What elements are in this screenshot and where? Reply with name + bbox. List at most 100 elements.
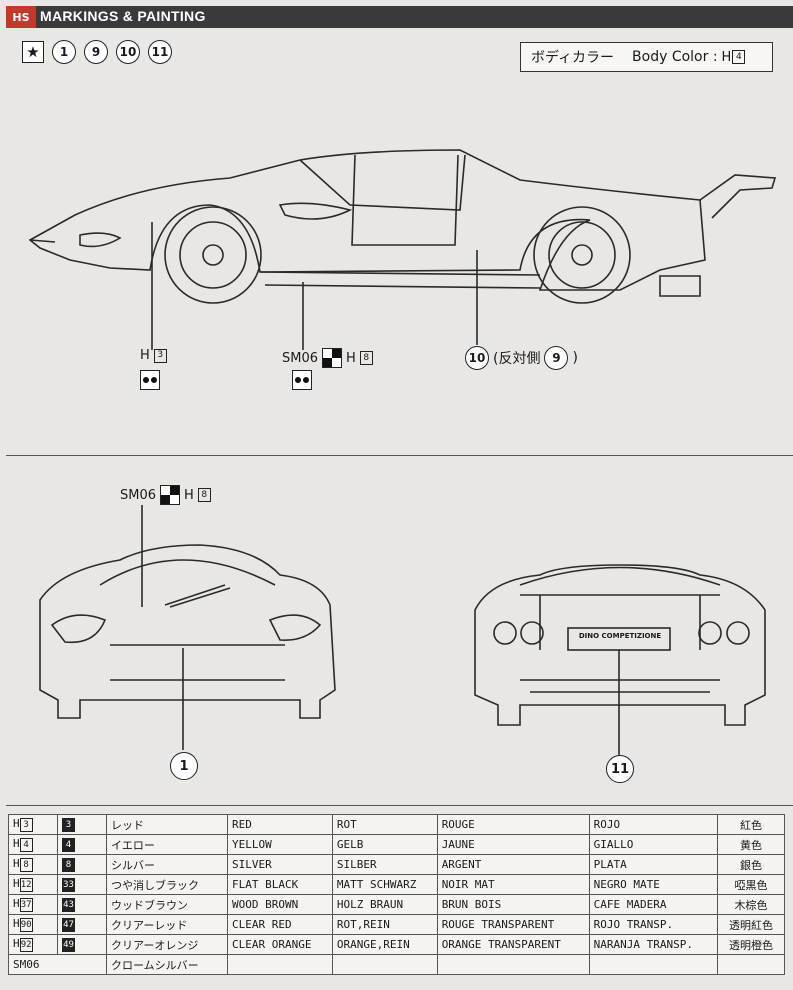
color-name-cell: ROT,REIN (331, 914, 438, 935)
color-name-cell: レッド (106, 814, 228, 835)
side-color-callout: H 3 (140, 348, 167, 363)
n-code-cell: 43 (57, 894, 107, 915)
color-name-cell: クリアーオレンジ (106, 934, 228, 955)
n-code-cell: 4 (57, 834, 107, 855)
color-name-cell: CLEAR RED (227, 914, 333, 935)
color-name-cell: NARANJA TRANSP. (588, 934, 719, 955)
header-bar: HS MARKINGS & PAINTING (6, 6, 793, 28)
color-name-cell: HOLZ BRAUN (331, 894, 438, 915)
color-name-cell: 透明紅色 (717, 914, 785, 935)
color-name-cell (717, 954, 785, 975)
color-name-cell (588, 954, 719, 975)
color-name-cell: NEGRO MATE (588, 874, 719, 895)
h-code-cell: H37 (8, 894, 58, 915)
color-name-cell: 木棕色 (717, 894, 785, 915)
h-code-cell: H92 (8, 934, 58, 955)
body-color-label-ja: ボディカラー (531, 50, 615, 66)
side-silver-callout: SM06 H 8 (282, 348, 373, 368)
h-code-cell: SM06 (8, 954, 107, 975)
color-name-cell: 啞黒色 (717, 874, 785, 895)
n-code-cell: 33 (57, 874, 107, 895)
color-name-cell: GELB (331, 834, 438, 855)
step-badge: 11 (148, 40, 172, 64)
color-name-cell: CLEAR ORANGE (227, 934, 333, 955)
color-name-cell: WOOD BROWN (227, 894, 333, 915)
rear-plate-label: DINO COMPETIZIONE (578, 632, 662, 640)
color-name-cell: FLAT BLACK (227, 874, 333, 895)
step-badge: 10 (116, 40, 140, 64)
color-name-cell: PLATA (588, 854, 719, 875)
color-name-cell: つや消しブラック (106, 874, 228, 895)
color-name-cell: CAFE MADERA (588, 894, 719, 915)
step-list: ★ 1 9 10 11 (22, 40, 172, 64)
color-name-cell: ORANGE TRANSPARENT (436, 934, 590, 955)
color-name-cell: ROT (331, 814, 438, 835)
car-line-drawings (28, 149, 777, 755)
body-color-label-en: Body Color : (632, 49, 718, 65)
color-name-cell: 紅色 (717, 814, 785, 835)
color-name-cell: NOIR MAT (436, 874, 590, 895)
color-name-cell: MATT SCHWARZ (331, 874, 438, 895)
n-code-cell: 8 (57, 854, 107, 875)
side-step-callout: 10 (反対側 9 ) (465, 346, 578, 370)
color-name-cell: ROJO TRANSP. (588, 914, 719, 935)
n-code-cell: 47 (57, 914, 107, 935)
color-name-cell: ウッドブラウン (106, 894, 228, 915)
h-code-cell: H90 (8, 914, 58, 935)
step-badge: 9 (84, 40, 108, 64)
color-name-cell: JAUNE (436, 834, 590, 855)
front-step-badge: 1 (170, 752, 198, 780)
n-code-cell: 3 (57, 814, 107, 835)
color-name-cell: RED (227, 814, 333, 835)
color-name-cell: クロームシルバー (106, 954, 228, 975)
color-name-cell (331, 954, 438, 975)
body-color-code: H 4 (722, 50, 746, 65)
body-color-box: ボディカラー Body Color : H 4 (520, 42, 773, 72)
color-name-cell: クリアーレッド (106, 914, 228, 935)
color-name-cell: GIALLO (588, 834, 719, 855)
color-name-cell: ROUGE (436, 814, 590, 835)
section-divider (6, 805, 793, 806)
color-name-cell: SILVER (227, 854, 333, 875)
paint-mix-icon (140, 370, 160, 390)
paint-mix-icon (292, 370, 312, 390)
color-name-cell: シルバー (106, 854, 228, 875)
mix-flag-icon (160, 485, 181, 505)
color-name-cell: イエロー (106, 834, 228, 855)
front-silver-callout: SM06 H 8 (120, 485, 211, 505)
color-name-cell: 透明橙色 (717, 934, 785, 955)
color-name-cell (436, 954, 590, 975)
hobby-search-logo: HS (6, 6, 36, 28)
color-name-cell: ORANGE,REIN (331, 934, 438, 955)
rear-step-badge: 11 (606, 755, 634, 783)
color-name-cell: ROJO (588, 814, 719, 835)
color-name-cell: SILBER (331, 854, 438, 875)
color-name-cell: BRUN BOIS (436, 894, 590, 915)
color-name-cell: ARGENT (436, 854, 590, 875)
h-code-cell: H12 (8, 874, 58, 895)
color-name-cell: 黄色 (717, 834, 785, 855)
color-name-cell: 銀色 (717, 854, 785, 875)
section-divider (6, 455, 793, 456)
n-code-cell: 49 (57, 934, 107, 955)
page-title: MARKINGS & PAINTING (40, 8, 206, 24)
color-name-cell (227, 954, 333, 975)
step-badge: 1 (52, 40, 76, 64)
star-icon: ★ (22, 41, 44, 63)
color-name-cell: YELLOW (227, 834, 333, 855)
mix-flag-icon (322, 348, 343, 368)
color-name-cell: ROUGE TRANSPARENT (436, 914, 590, 935)
